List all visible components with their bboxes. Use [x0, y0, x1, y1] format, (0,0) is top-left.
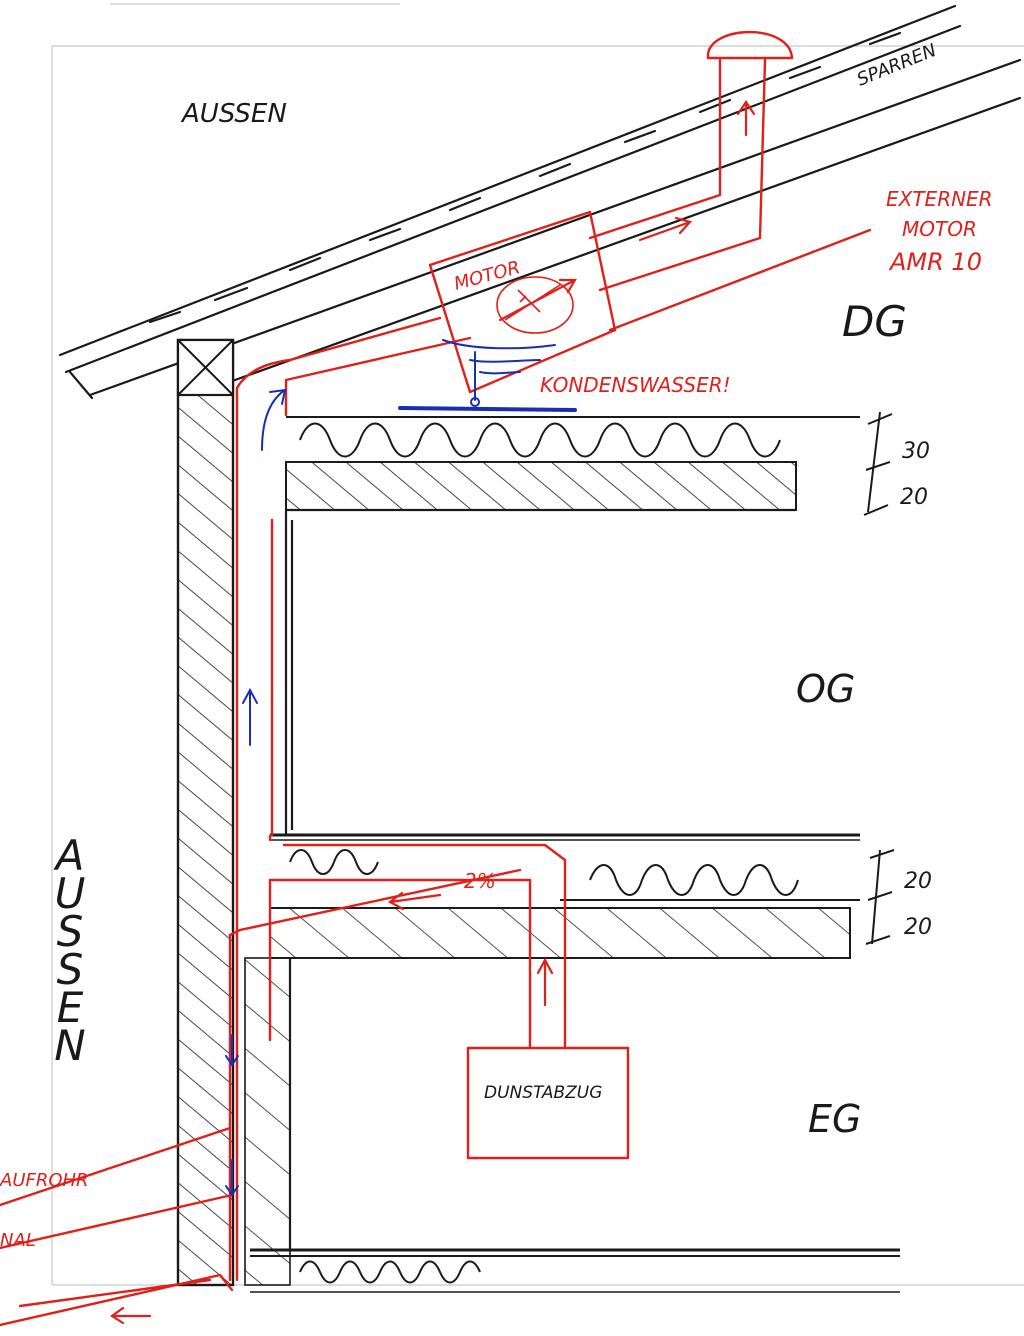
label-externer-motor-3: AMR 10 — [888, 248, 982, 276]
label-left-cut-2: NAL — [0, 1230, 36, 1251]
label-dunstabzug: DUNSTABZUG — [484, 1083, 602, 1103]
label-externer-motor-2: MOTOR — [902, 217, 977, 241]
label-gefaelle: 2% — [464, 869, 496, 893]
label-dim-upper-2: 20 — [900, 485, 928, 510]
label-aussen-side-letter: U — [55, 869, 86, 918]
label-aussen-side-letter: E — [57, 983, 84, 1032]
roof — [58, 4, 1022, 400]
label-dim-lower-1: 20 — [904, 869, 932, 894]
label-aussen-side-letter: S — [57, 945, 84, 994]
label-aussen-side-letter: A — [53, 831, 85, 880]
motor-fan-sketch — [496, 276, 574, 334]
label-dim-upper-1: 30 — [902, 439, 930, 464]
label-sparren: SPARREN — [854, 40, 939, 91]
label-aussen-side-letter: S — [57, 907, 84, 956]
label-og: OG — [796, 667, 855, 711]
dimension-marks — [863, 411, 895, 945]
label-aussen-top: AUSSEN — [180, 99, 287, 129]
label-left-cut-1: AUFROHR — [0, 1170, 89, 1191]
ceiling-upper — [285, 416, 860, 511]
ceiling-lower — [269, 833, 860, 959]
exhaust-duct — [0, 30, 872, 1327]
label-dg: DG — [842, 297, 907, 346]
label-dim-lower-2: 20 — [904, 915, 932, 940]
floor-ground — [250, 1248, 900, 1293]
label-eg: EG — [808, 1097, 861, 1141]
label-externer-motor-1: EXTERNER — [886, 187, 993, 211]
label-aussen-side-letter: N — [54, 1021, 85, 1070]
label-kondenswasser: KONDENSWASSER! — [540, 373, 731, 397]
exterior-wall — [176, 338, 291, 1287]
flow-arrows-red — [110, 100, 756, 1325]
condensate-and-flow-blue — [225, 339, 577, 1197]
